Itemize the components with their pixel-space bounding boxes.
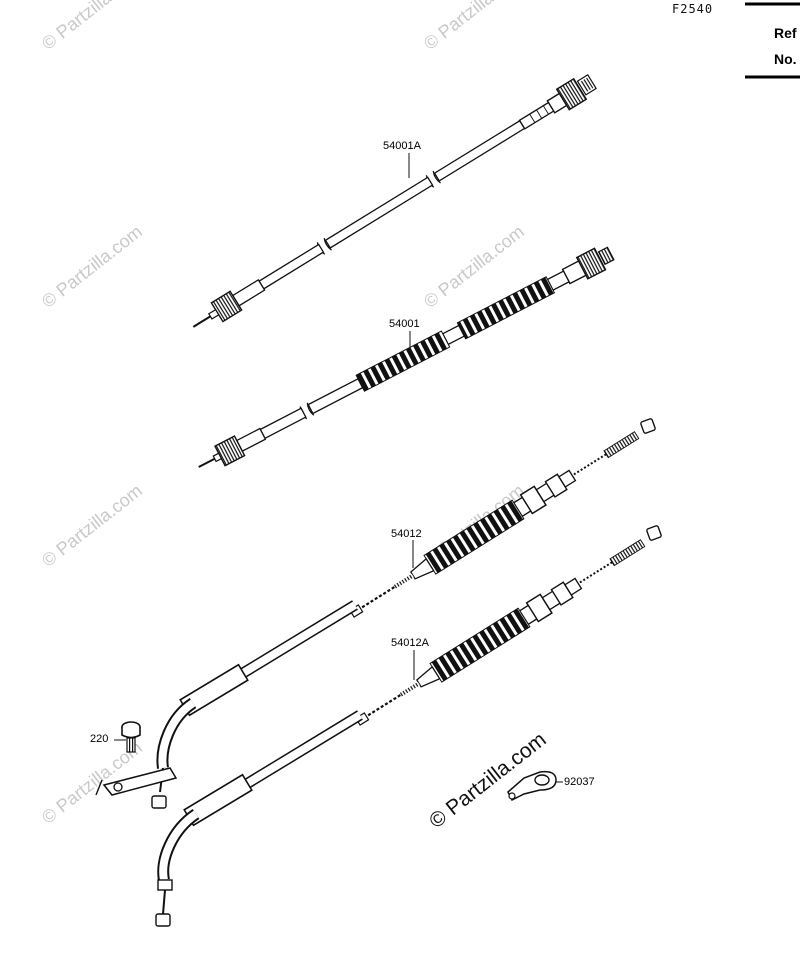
- ref-header-rules: [745, 2, 800, 79]
- leader-lines: [114, 153, 563, 783]
- part-label-54001[interactable]: 54001: [389, 318, 420, 330]
- figure-code: F2540: [672, 2, 714, 16]
- cable-54012a: [155, 525, 662, 927]
- part-label-54001a[interactable]: 54001A: [383, 140, 421, 152]
- clamp-92037: [507, 770, 557, 802]
- bolt-220: [121, 721, 141, 753]
- part-label-54012[interactable]: 54012: [391, 528, 422, 540]
- cable-54001a: [192, 74, 597, 328]
- ref-header: Ref No.: [774, 20, 797, 72]
- ref-header-line1: Ref: [774, 25, 797, 41]
- part-label-220[interactable]: 220: [90, 733, 109, 745]
- part-label-92037[interactable]: 92037: [564, 776, 595, 788]
- cable-54001: [198, 246, 615, 468]
- cable-54012: [95, 418, 656, 809]
- ref-header-line2: No.: [774, 51, 797, 67]
- part-label-54012a[interactable]: 54012A: [391, 637, 429, 649]
